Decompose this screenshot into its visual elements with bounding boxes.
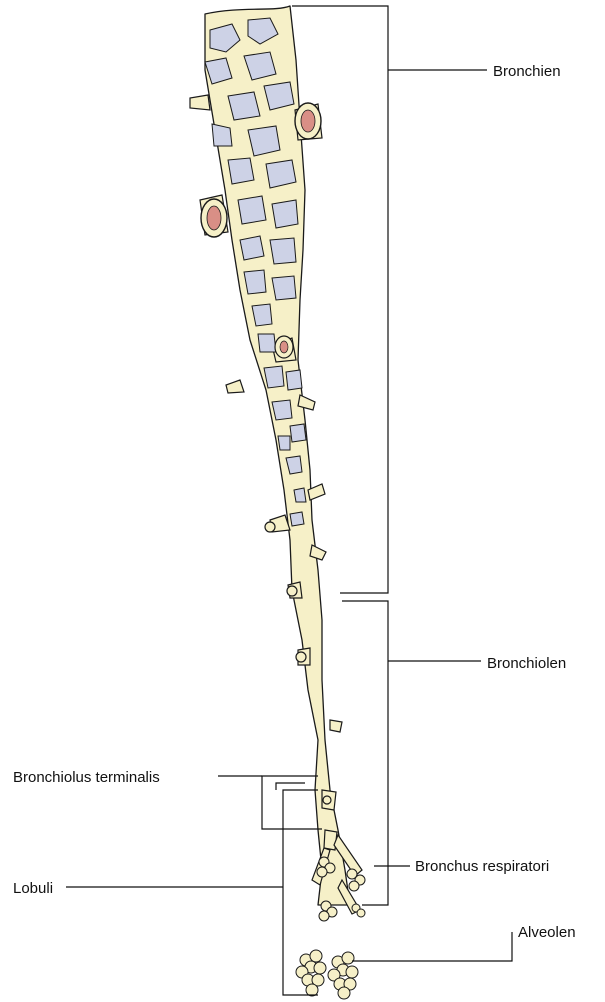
- label-bronchien: Bronchien: [493, 63, 561, 81]
- label-alveolen: Alveolen: [518, 924, 576, 942]
- cartilage-plate: [228, 92, 260, 120]
- cartilage-plate: [272, 276, 296, 300]
- label-lobuli: Lobuli: [13, 880, 53, 898]
- cartilage-plate: [240, 236, 264, 260]
- cartilage-plate: [212, 124, 232, 146]
- bronchiole-opening: [265, 522, 275, 532]
- side-branch: [330, 720, 342, 732]
- alveolar-cluster-left: [296, 950, 326, 996]
- cartilage-plate: [286, 370, 302, 390]
- alveolar-cluster-right: [328, 952, 358, 999]
- terminalis-bracket: [262, 776, 322, 829]
- label-bronchiolen: Bronchiolen: [487, 655, 566, 673]
- cartilage-plate: [244, 270, 266, 294]
- cartilage-plate: [294, 488, 306, 502]
- alveolen-leader: [352, 932, 512, 961]
- terminalis-bracket-inner: [276, 783, 305, 790]
- cartilage-plate: [278, 436, 290, 450]
- bronchus-lumen: [280, 341, 288, 353]
- cartilage-plate: [238, 196, 266, 224]
- bronchiole-opening: [296, 652, 306, 662]
- cartilage-plate: [228, 158, 254, 184]
- cartilage-plate: [252, 304, 272, 326]
- cartilage-plate: [248, 126, 280, 156]
- side-branch: [226, 380, 244, 393]
- cartilage-plate: [272, 200, 298, 228]
- cartilage-plate: [272, 400, 292, 420]
- bronchus-lumen: [207, 206, 221, 230]
- label-bronchiolus-terminalis: Bronchiolus terminalis: [13, 769, 160, 787]
- bronchiole-opening: [287, 586, 297, 596]
- bronchus-lumen: [301, 110, 315, 132]
- cartilage-plate: [258, 334, 276, 352]
- cartilage-plate: [290, 512, 304, 526]
- cartilage-plate: [290, 424, 306, 442]
- label-bronchus-respiratori: Bronchus respiratori: [415, 858, 549, 876]
- bronchiole-opening: [323, 796, 331, 804]
- side-branch: [190, 95, 210, 110]
- cartilage-plate: [270, 238, 296, 264]
- cartilage-plate: [264, 366, 284, 388]
